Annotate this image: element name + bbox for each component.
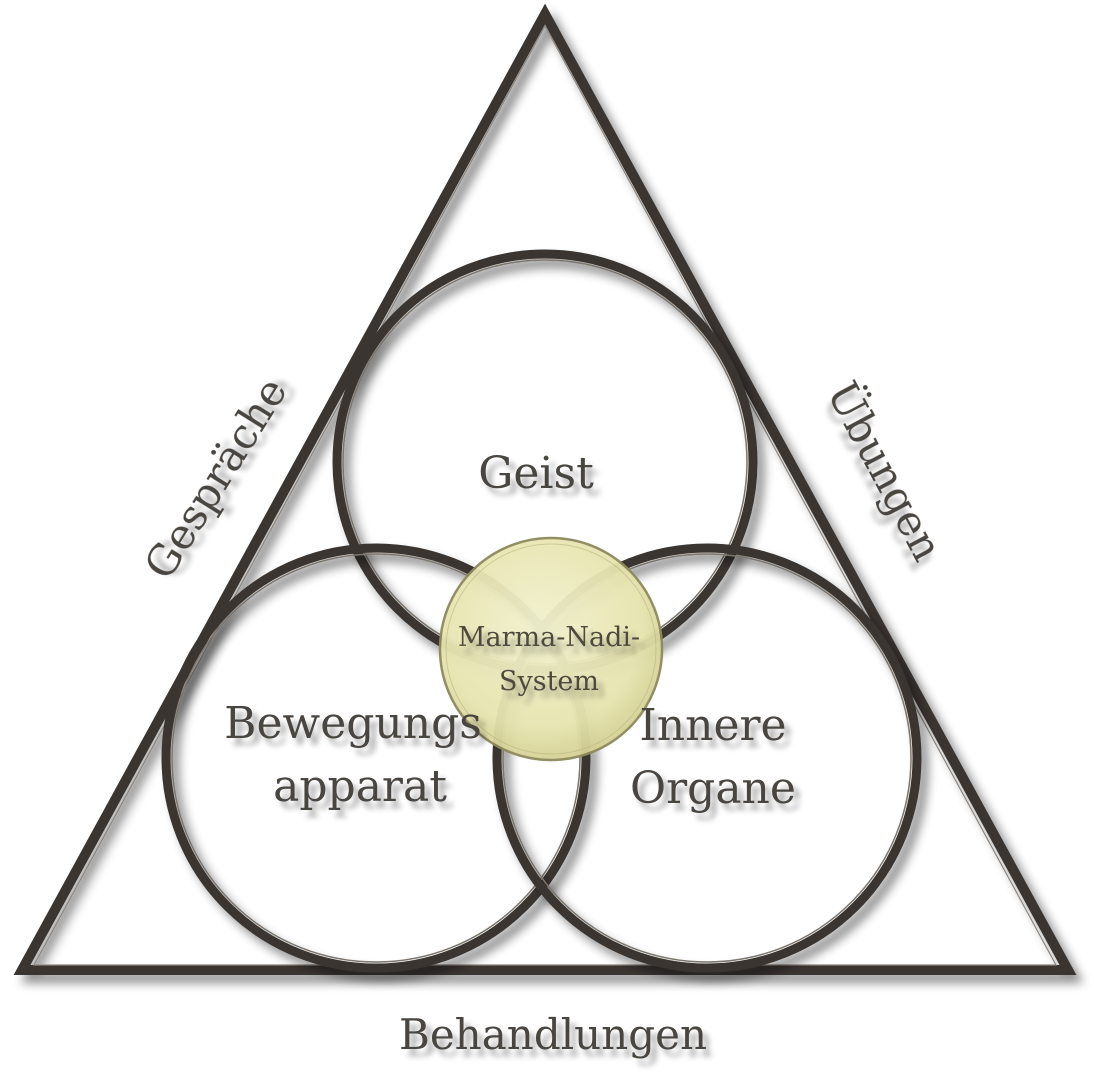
circle-label-bewegungs: Bewegungs: [224, 698, 482, 749]
circle-label-organe: Organe: [630, 763, 796, 814]
circle-bewegungsapparat: [161, 543, 591, 973]
circle-label-geist: Geist: [478, 448, 594, 499]
side-label-bottom: Behandlungen: [399, 1010, 707, 1059]
side-label-left: Gespräche: [135, 369, 297, 588]
center-label-line2: System: [499, 666, 599, 697]
circle-label-apparat: apparat: [273, 761, 447, 812]
circle-label-innere: Innere: [639, 700, 786, 751]
center-label-line1: Marma-Nadi-: [458, 622, 640, 653]
center-circle: [438, 536, 664, 762]
outer-triangle: [13, 3, 1077, 975]
circle-innere-organe: [492, 543, 922, 973]
